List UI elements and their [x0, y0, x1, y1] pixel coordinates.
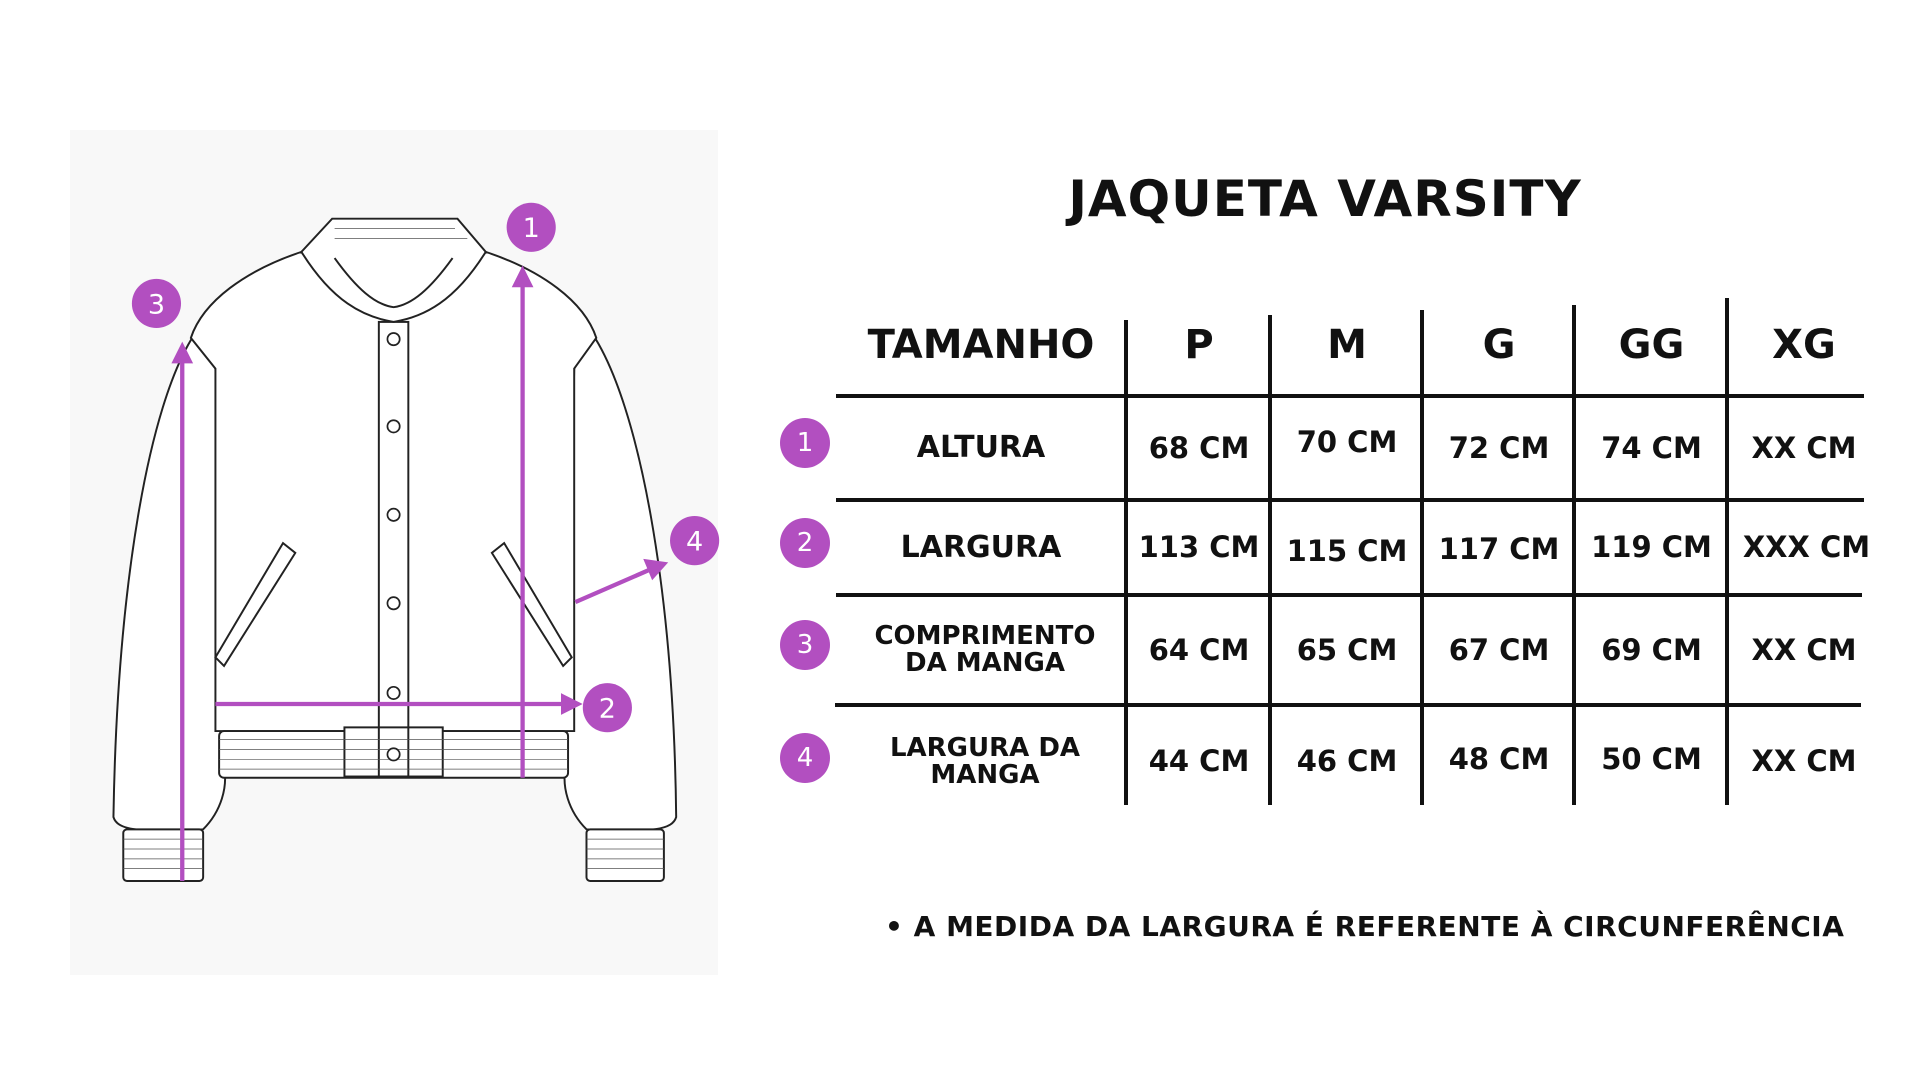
header-m: M	[1327, 322, 1367, 368]
header-tamanho: TAMANHO	[867, 322, 1095, 368]
header-p: P	[1184, 322, 1214, 368]
table-cell: 115 CM	[1286, 534, 1408, 569]
left-pocket	[214, 541, 297, 668]
column-divider	[1725, 298, 1729, 805]
right-pocket	[490, 541, 573, 668]
diagram-markers: 1 2 3 4	[131, 202, 720, 733]
row-divider	[836, 394, 1864, 398]
left-sleeve	[112, 332, 226, 832]
svg-text:2: 2	[599, 694, 616, 725]
table-cell: XX CM	[1751, 632, 1857, 667]
jacket-body	[189, 250, 598, 733]
placket	[377, 320, 410, 778]
row-number-badge: 2	[780, 518, 830, 568]
table-cell: 69 CM	[1601, 632, 1702, 667]
buttons	[386, 332, 401, 762]
row-divider	[836, 593, 1862, 597]
row-divider	[836, 498, 1864, 502]
table-cell: 67 CM	[1448, 632, 1550, 667]
header-gg: GG	[1618, 322, 1685, 368]
header-xg: XG	[1772, 322, 1836, 368]
table-cell: 70 CM	[1296, 424, 1398, 459]
header-g: G	[1482, 322, 1516, 368]
column-divider	[1124, 320, 1128, 805]
page-title: JAQUETA VARSITY	[1068, 170, 1582, 228]
svg-text:1: 1	[523, 213, 540, 244]
row-label-largura-manga: LARGURA DA MANGA	[889, 732, 1081, 790]
table-cell: 72 CM	[1448, 430, 1550, 465]
table-cell: 64 CM	[1148, 632, 1250, 667]
table-cell: 74 CM	[1601, 430, 1702, 465]
row-number-badge: 3	[780, 620, 830, 670]
table-cell: 117 CM	[1438, 532, 1560, 567]
row-divider	[835, 703, 1861, 707]
table-cell: 46 CM	[1296, 743, 1398, 778]
left-cuff	[122, 828, 205, 882]
table-cell: 65 CM	[1296, 632, 1398, 667]
footnote: • A MEDIDA DA LARGURA É REFERENTE À CIRC…	[885, 910, 1845, 943]
row-label-altura: ALTURA	[916, 430, 1046, 466]
table-cell: XX CM	[1751, 430, 1857, 465]
row-label-largura: LARGURA	[900, 529, 1062, 565]
row-label-comprimento-manga: COMPRIMENTO DA MANGA	[874, 620, 1096, 678]
table-cell: 113 CM	[1138, 530, 1260, 565]
table-cell: 119 CM	[1591, 530, 1712, 565]
table-cell: 68 CM	[1148, 430, 1250, 465]
measure-line-largura-manga	[574, 566, 653, 605]
row-number-badge: 4	[780, 733, 830, 783]
table-cell: XX CM	[1751, 743, 1857, 778]
column-divider	[1420, 310, 1424, 805]
table-cell: XXX CM	[1742, 530, 1871, 565]
row-number-badge: 1	[780, 418, 830, 468]
table-cell: 50 CM	[1601, 741, 1702, 776]
column-divider	[1572, 305, 1576, 805]
right-cuff	[585, 828, 665, 882]
svg-text:3: 3	[148, 289, 165, 320]
svg-text:4: 4	[686, 526, 703, 557]
column-divider	[1268, 315, 1272, 805]
table-cell: 44 CM	[1148, 743, 1250, 778]
table-cell: 48 CM	[1448, 741, 1550, 776]
